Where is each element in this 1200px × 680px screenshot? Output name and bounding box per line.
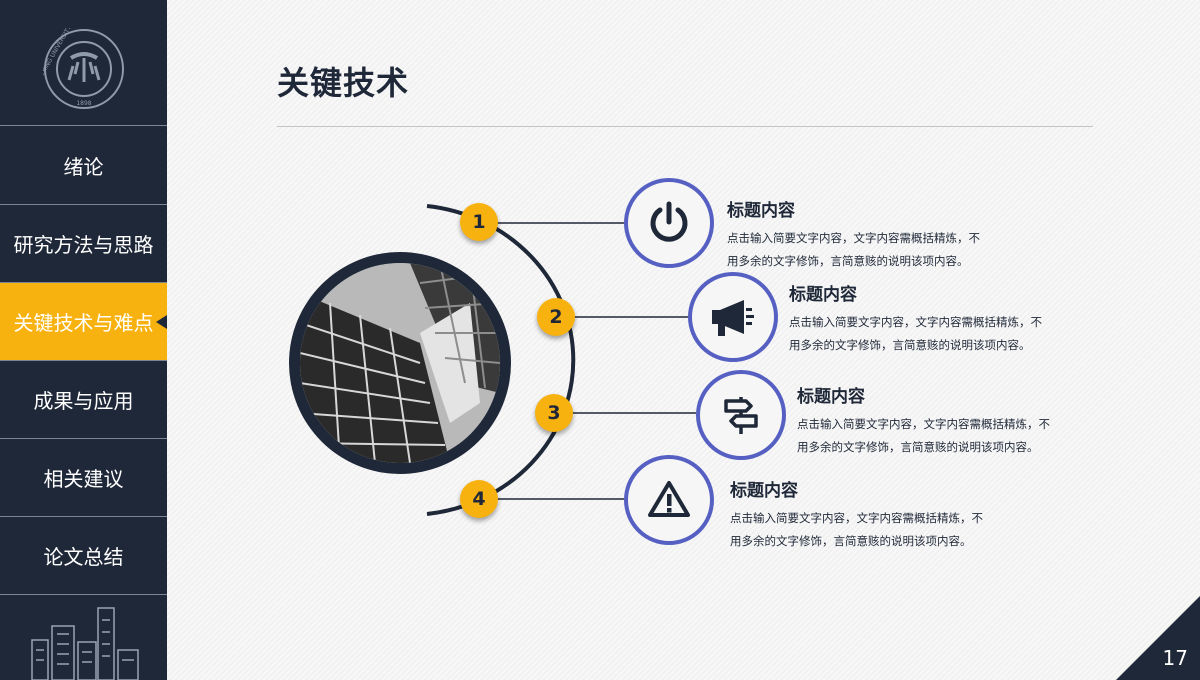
item-text-block: 标题内容 点击输入简要文字内容，文字内容需概括精炼，不用多余的文字修饰，言简意赅… [727, 196, 1017, 273]
nav-item-label: 论文总结 [43, 545, 124, 569]
item-icon-circle [624, 178, 714, 268]
nav-item-label: 绪论 [63, 155, 104, 179]
skyscraper-photo [300, 263, 500, 463]
page-corner-triangle [1116, 596, 1200, 680]
item-text-block: 标题内容 点击输入简要文字内容，文字内容需概括精炼，不用多余的文字修饰，言简意赅… [797, 382, 1087, 459]
center-photo-frame [289, 252, 511, 474]
nav-item-suggestions[interactable]: 相关建议 [0, 439, 167, 517]
step-number-badge: 4 [460, 480, 498, 518]
item-description: 点击输入简要文字内容，文字内容需概括精炼，不用多余的文字修饰，言简意赅的说明该项… [727, 231, 980, 268]
sidebar: PEKING UNIVERSITY 1898 绪论 研究方法与思路 关键技术与难… [0, 0, 167, 680]
item-title: 标题内容 [730, 481, 798, 501]
nav-item-summary[interactable]: 论文总结 [0, 517, 167, 595]
title-divider [277, 126, 1093, 127]
power-icon [650, 201, 688, 242]
nav-item-label: 研究方法与思路 [13, 233, 154, 257]
step-number-badge: 1 [460, 203, 498, 241]
nav-item-key-tech[interactable]: 关键技术与难点 [0, 283, 167, 361]
svg-text:1898: 1898 [76, 100, 91, 107]
item-icon-circle [688, 272, 778, 362]
signpost-icon [724, 397, 758, 434]
step-number-badge: 3 [535, 394, 573, 432]
university-logo-box: PEKING UNIVERSITY 1898 [0, 0, 167, 126]
item-description: 点击输入简要文字内容，文字内容需概括精炼，不用多余的文字修饰，言简意赅的说明该项… [789, 315, 1042, 352]
step-number-badge: 2 [537, 298, 575, 336]
item-description: 点击输入简要文字内容，文字内容需概括精炼，不用多余的文字修饰，言简意赅的说明该项… [730, 511, 983, 548]
item-description: 点击输入简要文字内容，文字内容需概括精炼，不用多余的文字修饰，言简意赅的说明该项… [797, 417, 1050, 454]
nav-item-label: 成果与应用 [33, 389, 134, 413]
item-text-block: 标题内容 点击输入简要文字内容，文字内容需概括精炼，不用多余的文字修饰，言简意赅… [730, 476, 1020, 553]
page-title: 关键技术 [277, 64, 410, 102]
active-indicator-arrow-icon [156, 314, 167, 329]
item-icon-circle [624, 455, 714, 545]
page-number: 17 [1162, 646, 1188, 670]
nav-item-label: 相关建议 [43, 467, 124, 491]
item-title: 标题内容 [797, 387, 865, 407]
item-title: 标题内容 [727, 201, 795, 221]
item-icon-circle [696, 370, 786, 460]
item-text-block: 标题内容 点击输入简要文字内容，文字内容需概括精炼，不用多余的文字修饰，言简意赅… [789, 280, 1079, 357]
warning-icon [648, 481, 690, 517]
megaphone-icon [712, 300, 754, 336]
city-skyline-illustration [31, 607, 139, 680]
nav-item-methods[interactable]: 研究方法与思路 [0, 205, 167, 283]
nav-item-results[interactable]: 成果与应用 [0, 361, 167, 439]
item-title: 标题内容 [789, 285, 857, 305]
nav-item-intro[interactable]: 绪论 [0, 127, 167, 205]
nav-item-label: 关键技术与难点 [13, 311, 154, 335]
peking-university-logo: PEKING UNIVERSITY 1898 [43, 28, 124, 109]
